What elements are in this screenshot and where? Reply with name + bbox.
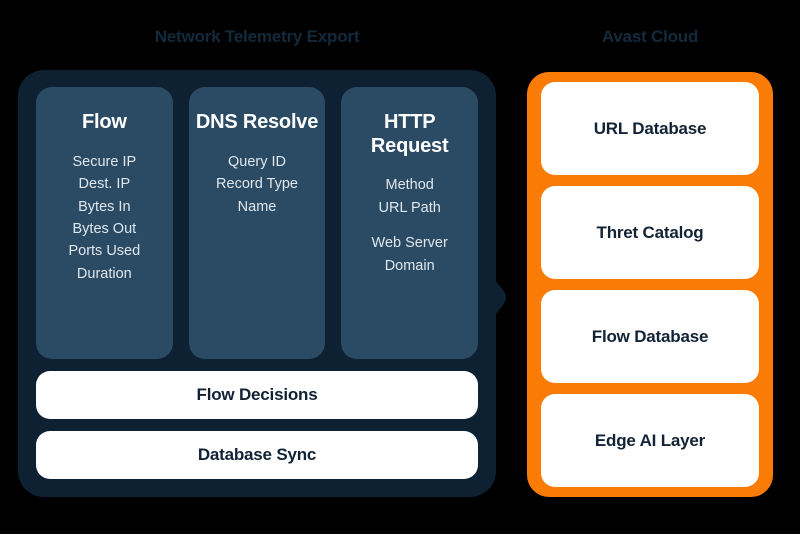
column-item-list: Method URL Path Web Server Domain bbox=[347, 174, 472, 277]
telemetry-columns: Flow Secure IP Dest. IP Bytes In Bytes O… bbox=[36, 87, 479, 359]
column-item: Bytes Out bbox=[72, 221, 137, 237]
column-item: Dest. IP bbox=[78, 176, 131, 193]
column-item: Bytes In bbox=[78, 198, 131, 215]
cloud-card-url-database[interactable]: URL Database bbox=[541, 82, 759, 175]
column-item-list: Query ID Record Type Name bbox=[216, 151, 298, 218]
column-item: Duration bbox=[76, 265, 132, 282]
column-heading: Flow bbox=[81, 111, 127, 133]
column-item-list: Secure IP Dest. IP Bytes In Bytes Out Po… bbox=[68, 151, 140, 286]
network-telemetry-export-panel: Flow Secure IP Dest. IP Bytes In Bytes O… bbox=[18, 70, 496, 497]
bar-flow-decisions[interactable]: Flow Decisions bbox=[36, 371, 478, 419]
column-item: Ports Used bbox=[68, 243, 141, 260]
avast-cloud-panel: URL Database Thret Catalog Flow Database… bbox=[527, 72, 773, 497]
column-card-http-request[interactable]: HTTP Request Method URL Path Web Server … bbox=[341, 87, 479, 359]
cloud-card-thret-catalog[interactable]: Thret Catalog bbox=[541, 186, 759, 279]
column-item: Record Type bbox=[216, 176, 298, 193]
column-item: URL Path bbox=[378, 199, 441, 216]
column-card-flow[interactable]: Flow Secure IP Dest. IP Bytes In Bytes O… bbox=[36, 87, 173, 359]
column-item: Web Server Domain bbox=[371, 235, 448, 274]
column-item: Query ID bbox=[228, 153, 287, 170]
cloud-card-flow-database[interactable]: Flow Database bbox=[541, 290, 759, 383]
left-panel-title: Network Telemetry Export bbox=[154, 27, 360, 46]
bar-database-sync[interactable]: Database Sync bbox=[36, 431, 478, 479]
column-item: Method bbox=[385, 177, 434, 194]
arrow-right-icon bbox=[489, 273, 511, 323]
column-item: Name bbox=[237, 198, 277, 215]
column-heading: DNS Resolve bbox=[195, 111, 319, 133]
cloud-card-edge-ai-layer[interactable]: Edge AI Layer bbox=[541, 394, 759, 487]
column-card-dns-resolve[interactable]: DNS Resolve Query ID Record Type Name bbox=[188, 87, 326, 359]
right-panel-title: Avast Cloud bbox=[601, 27, 699, 46]
column-item: Secure IP bbox=[72, 153, 137, 170]
column-heading: HTTP Request bbox=[370, 111, 449, 157]
